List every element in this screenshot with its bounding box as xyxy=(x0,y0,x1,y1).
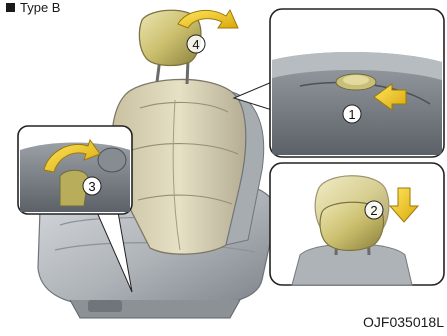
callout-4: 4 xyxy=(187,35,205,53)
inset-fold-lever: 3 xyxy=(18,126,132,214)
callout-1: 1 xyxy=(343,105,361,123)
figure-code: OJF035018L xyxy=(363,314,444,330)
callout-4-number: 4 xyxy=(192,37,199,52)
type-label: Type B xyxy=(6,0,60,15)
callout-3-number: 3 xyxy=(88,179,95,194)
callout-2: 2 xyxy=(365,201,383,219)
callout-3: 3 xyxy=(83,177,101,195)
type-label-text: Type B xyxy=(20,0,60,15)
square-bullet-icon xyxy=(6,3,15,12)
callout-2-number: 2 xyxy=(370,203,377,218)
inset-headrest-down: 2 xyxy=(270,163,444,285)
callout-1-number: 1 xyxy=(348,107,355,122)
inset-release-button: 1 xyxy=(270,9,444,157)
